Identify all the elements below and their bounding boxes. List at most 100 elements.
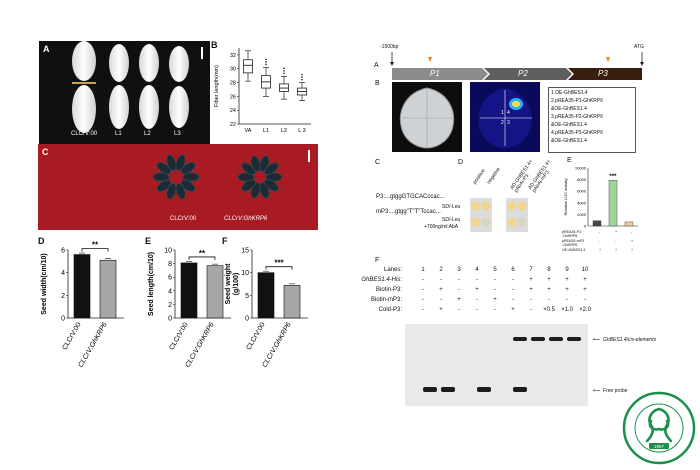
luc-mark: - — [631, 230, 633, 234]
emsa-cell: 4 — [475, 267, 479, 273]
column-header: negative — [486, 166, 502, 186]
emsa-cell: + — [583, 287, 587, 293]
emsa-table-row: GhBES1.4-His:------++++ — [360, 277, 590, 287]
emsa-row-label: GhBES1.4-His: — [361, 277, 402, 283]
y-axis-label: Relative LUC activity — [563, 179, 568, 216]
emsa-cell: 7 — [529, 267, 533, 273]
y-tick-label: 2 — [61, 293, 65, 300]
emsa-cell: + — [529, 277, 533, 283]
luc-row-label: -GhKRP6 — [562, 234, 578, 239]
x-tick-label: CLCrV:00 — [168, 321, 189, 351]
emsa-cell: - — [476, 307, 478, 313]
emsa-cell: 8 — [547, 267, 551, 273]
gel-band-free — [441, 387, 455, 392]
emsa-row-label: Lanes: — [383, 267, 402, 273]
seed — [265, 172, 283, 182]
band-label: Free probe — [603, 388, 628, 394]
arrow-marker-icon — [606, 57, 610, 62]
emsa-cell: + — [529, 287, 533, 293]
outlier — [283, 67, 285, 70]
emsa-cell: - — [422, 277, 424, 283]
emsa-cell: - — [422, 307, 424, 313]
panel-letter: B — [211, 40, 218, 50]
quadrant-label: 2 — [501, 120, 504, 126]
emsa-cell: - — [458, 277, 460, 283]
y-tick-label: 32 — [230, 53, 236, 59]
fiber-photo-art — [72, 41, 203, 133]
x-tick-label: CLCrV:00 — [245, 321, 266, 351]
logo-seal: 1957 — [622, 391, 696, 465]
y-tick-label: 8 — [168, 261, 172, 268]
seed — [250, 155, 261, 172]
photo-label: L1 — [115, 131, 122, 137]
luc-mark: + — [615, 230, 618, 234]
bar — [624, 221, 634, 227]
emsa-cell: - — [476, 297, 478, 303]
sequence-mp3: mP3:...gtgg"T"T"Tccac... — [376, 209, 441, 215]
seed — [175, 154, 186, 171]
emsa-cell: ×1.0 — [561, 307, 573, 313]
y-tick-label: 15 — [241, 248, 249, 255]
fiber-photo: A CLCrV:00 L1 L2 L3 — [39, 41, 210, 144]
y-axis-label: Seed width(cm/10) — [41, 253, 48, 314]
luc-row-label: -GhKRP6 — [562, 243, 578, 248]
panel-letter: A — [374, 62, 379, 69]
emsa-cell: - — [512, 277, 514, 283]
panel-letter: E — [145, 236, 152, 246]
bar — [206, 265, 224, 319]
luc-mark: + — [631, 238, 634, 243]
y-tick-label: 0 — [245, 316, 249, 323]
y-tick-label: 30 — [230, 67, 236, 73]
gel-band-complex — [513, 337, 527, 341]
panel-letter: D — [38, 236, 45, 246]
luc-table-row: pREA35-P3-+- — [562, 230, 642, 234]
emsa-cell: + — [493, 297, 497, 303]
medium-label: +700ng/ml AbA — [424, 224, 459, 230]
leaf-art — [400, 87, 454, 149]
luc-mark: - — [599, 238, 601, 243]
luc-table-row: -GhKRP6 — [562, 243, 642, 247]
significance-bracket — [81, 248, 109, 252]
seed-photo-art — [152, 150, 310, 200]
legend-line: &OE-GhBES1.4 — [551, 122, 587, 128]
emsa-cell: - — [512, 287, 514, 293]
outlier — [301, 78, 303, 81]
seed — [237, 172, 255, 182]
emsa-cell: ×0.5 — [543, 307, 555, 313]
bar — [608, 179, 618, 227]
leaf-photo-bright — [392, 82, 462, 152]
column-header: positive — [472, 168, 487, 186]
quadrant-label: 4 — [507, 110, 510, 116]
emsa-cell: 10 — [581, 267, 589, 273]
luminescence-art — [478, 88, 532, 148]
y-tick-label: 6 — [61, 248, 65, 255]
y-tick-label: 0 — [168, 316, 172, 323]
panel-letter: F — [375, 257, 380, 264]
band-label: GhBES1.4/cis-elements — [603, 337, 657, 343]
outlier — [301, 76, 303, 78]
logo-year: 1957 — [654, 444, 665, 449]
arrow-marker-icon — [428, 57, 432, 62]
outlier — [265, 63, 267, 66]
emsa-cell: 2 — [439, 267, 443, 273]
medium-label: SD/-Leu — [442, 217, 461, 223]
segment-label: P2 — [518, 69, 528, 78]
seed — [180, 179, 196, 193]
emsa-cell: - — [458, 307, 460, 313]
seed — [166, 183, 177, 200]
emsa-table-row: Biotin-mP3:--+-+----- — [360, 297, 590, 307]
significance-label: *** — [274, 259, 284, 268]
segment-p3 — [568, 68, 642, 80]
emsa-cell: + — [475, 287, 479, 293]
y-tick-label: 4 — [61, 270, 65, 277]
promoter-diagram: -1500bp ATG A P1 P2 P3 — [370, 44, 660, 84]
panel-letter: B — [375, 80, 380, 87]
y-axis-label: Seed weight — [225, 263, 232, 305]
seed — [241, 162, 257, 175]
legend-line: 4.pREA35-P3-GhKRP6 — [551, 130, 603, 136]
emsa-cell: 5 — [493, 267, 497, 273]
arrow-left-icon: ⟵ — [593, 388, 601, 394]
promoter-left-label: -1500bp — [380, 44, 399, 50]
